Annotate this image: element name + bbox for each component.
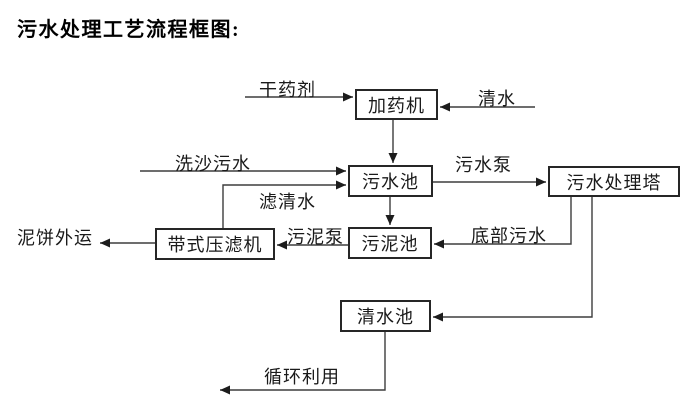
flow-label-sewage-pump: 污水泵: [455, 155, 512, 175]
arrow-tower-to-clear-water-pool: [433, 197, 593, 322]
node-sewage-pool: 污水池: [348, 165, 433, 197]
flow-label-bottom-sewage: 底部污水: [471, 226, 547, 246]
flow-label-dry-chemical: 干药剂: [259, 80, 316, 100]
node-sludge-pool: 污泥池: [348, 227, 432, 259]
arrow-bottom-sewage-tower-to-sludge-pool: [434, 197, 572, 249]
node-dosing-machine: 加药机: [355, 89, 438, 120]
flow-label-clear-water: 清水: [478, 89, 516, 109]
node-clear-water-pool: 清水池: [340, 300, 431, 332]
flow-label-sludge-pump: 污泥泵: [287, 227, 344, 247]
node-belt-filter-press: 带式压滤机: [155, 228, 275, 260]
flow-label-sand-washing-sewage: 洗沙污水: [175, 154, 251, 174]
node-sewage-treatment-tower: 污水处理塔: [548, 166, 680, 197]
arrow-clear-water-pool-to-recycling: [220, 332, 386, 395]
page-title: 污水处理工艺流程框图:: [17, 19, 241, 41]
flow-label-recycling: 循环利用: [264, 367, 340, 387]
flow-label-mud-cake-outbound: 泥饼外运: [17, 228, 93, 248]
flow-label-filtered-water: 滤清水: [259, 192, 316, 212]
arrow-filtered-water-press-to-sewage-pool: [222, 180, 346, 228]
